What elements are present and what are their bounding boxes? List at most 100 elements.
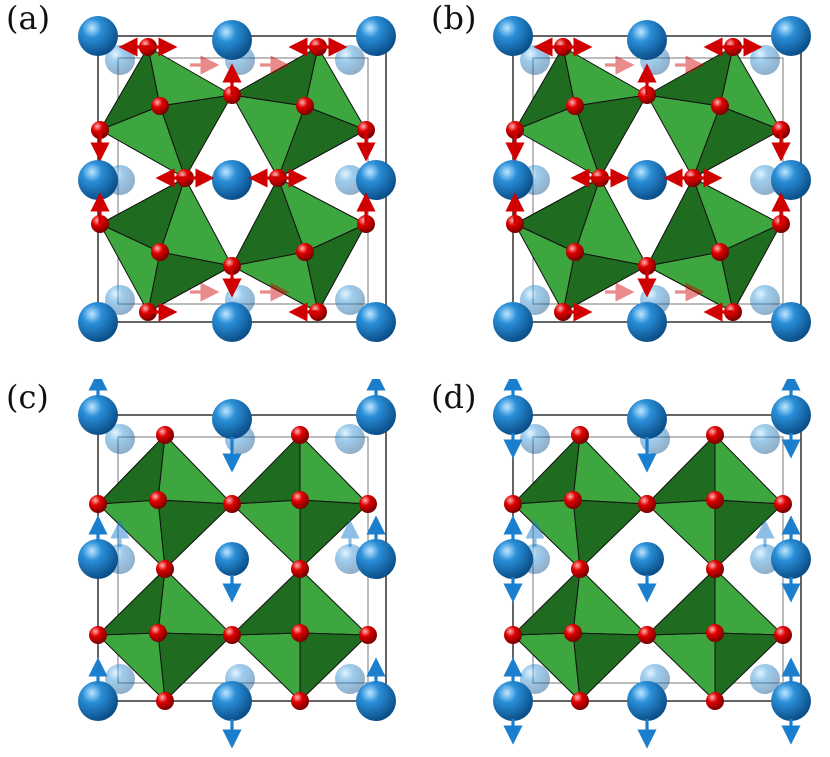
oxygen-atom-7 bbox=[291, 560, 309, 578]
oxygen-atom-6 bbox=[774, 495, 792, 513]
oxygen-atom-12 bbox=[149, 624, 167, 642]
cation-atom-3 bbox=[493, 160, 533, 200]
oxygen-atom-9 bbox=[638, 626, 656, 644]
oxygen-atom-0 bbox=[156, 426, 174, 444]
cation-atom-center bbox=[630, 542, 664, 576]
oxygen-atom-10 bbox=[156, 692, 174, 710]
oxygen-atom-15 bbox=[291, 624, 309, 642]
cation-atom-6 bbox=[493, 681, 533, 721]
oxygen-atom-8 bbox=[296, 97, 314, 115]
rear-cation-2 bbox=[335, 424, 365, 454]
oxygen-atom-5 bbox=[706, 426, 724, 444]
octahedron-1-face-tl bbox=[646, 434, 716, 505]
oxygen-atom-8 bbox=[706, 491, 724, 509]
oxygen-atom-4 bbox=[564, 491, 582, 509]
octahedron-3-face-tl bbox=[231, 177, 306, 267]
octahedron-3-face-tl bbox=[646, 177, 721, 267]
oxygen-atom-0 bbox=[571, 426, 589, 444]
cation-atom-5 bbox=[771, 160, 811, 200]
octahedron-2-face-tr bbox=[157, 568, 233, 636]
cation-atom-7 bbox=[212, 302, 252, 342]
rear-cation-7 bbox=[750, 285, 780, 315]
cation-atom-8 bbox=[771, 302, 811, 342]
cation-atom-7 bbox=[212, 681, 252, 721]
octahedron-0-face-tr bbox=[157, 434, 233, 505]
rear-cation-2 bbox=[750, 424, 780, 454]
cation-atom-3 bbox=[493, 539, 533, 579]
octahedron-0-face-tr bbox=[572, 434, 648, 505]
octahedron-1-face-tl bbox=[231, 434, 301, 505]
rear-cation-7 bbox=[750, 664, 780, 694]
cation-atom-0 bbox=[493, 395, 533, 435]
panel-a-structure bbox=[78, 16, 396, 342]
octahedron-2-face-tr bbox=[572, 568, 648, 636]
panel-c-structure bbox=[78, 379, 396, 749]
oxygen-atom-1 bbox=[223, 495, 241, 513]
cation-atom-2 bbox=[771, 395, 811, 435]
cation-atom-2 bbox=[771, 16, 811, 56]
oxygen-atom-4 bbox=[566, 97, 584, 115]
cation-atom-5 bbox=[356, 539, 396, 579]
panel-c: (c) bbox=[0, 379, 415, 757]
cation-atom-3 bbox=[78, 539, 118, 579]
rear-cation-7 bbox=[335, 664, 365, 694]
panel-d: (d) bbox=[415, 379, 830, 757]
rear-cation-7 bbox=[335, 285, 365, 315]
cation-atom-0 bbox=[78, 395, 118, 435]
octahedron-2-face-tl bbox=[97, 568, 166, 636]
cation-atom-2 bbox=[356, 395, 396, 435]
panel-b-structure bbox=[493, 16, 811, 342]
panel-b-label: (b) bbox=[431, 0, 477, 37]
oxygen-atom-9 bbox=[223, 626, 241, 644]
oxygen-atom-10 bbox=[571, 692, 589, 710]
cation-atom-6 bbox=[493, 302, 533, 342]
rear-cation-5 bbox=[520, 285, 550, 315]
rear-cation-2 bbox=[335, 45, 365, 75]
panel-d-structure bbox=[493, 379, 811, 749]
cation-atom-5 bbox=[771, 539, 811, 579]
octahedron-2-face-tl bbox=[514, 177, 601, 253]
octahedron-2-face-tl bbox=[99, 177, 186, 253]
octahedron-0-face-tl bbox=[97, 434, 166, 505]
cation-atom-2 bbox=[356, 16, 396, 56]
oxygen-atom-4 bbox=[149, 491, 167, 509]
oxygen-atom-14 bbox=[706, 692, 724, 710]
cation-atom-6 bbox=[78, 681, 118, 721]
rear-cation-0 bbox=[105, 424, 135, 454]
panel-d-label: (d) bbox=[431, 379, 477, 416]
oxygen-atom-13 bbox=[359, 626, 377, 644]
panel-b: (b) bbox=[415, 0, 830, 378]
cation-atom-1 bbox=[212, 399, 252, 439]
panel-c-label: (c) bbox=[6, 379, 49, 416]
panel-a-label: (a) bbox=[6, 0, 51, 37]
rear-cation-5 bbox=[520, 664, 550, 694]
cation-atom-1 bbox=[627, 20, 667, 60]
cation-atom-1 bbox=[212, 20, 252, 60]
octahedron-3-face-tr bbox=[714, 568, 784, 636]
rear-cation-0 bbox=[520, 424, 550, 454]
octahedron-3-face-tl bbox=[231, 568, 301, 636]
oxygen-atom-8 bbox=[291, 491, 309, 509]
oxygen-atom-2 bbox=[571, 560, 589, 578]
oxygen-atom-15 bbox=[711, 243, 729, 261]
oxygen-atom-11 bbox=[504, 626, 522, 644]
oxygen-atom-12 bbox=[566, 243, 584, 261]
cation-atom-7 bbox=[627, 681, 667, 721]
oxygen-atom-14 bbox=[291, 692, 309, 710]
oxygen-atom-12 bbox=[151, 243, 169, 261]
octahedron-3-face-tl bbox=[646, 568, 716, 636]
oxygen-atom-2 bbox=[156, 560, 174, 578]
oxygen-atom-8 bbox=[711, 97, 729, 115]
octahedron-0-face-tl bbox=[512, 434, 581, 505]
panel-a: (a) bbox=[0, 0, 415, 378]
oxygen-atom-11 bbox=[89, 626, 107, 644]
cation-atom-8 bbox=[356, 302, 396, 342]
cation-atom-0 bbox=[78, 16, 118, 56]
cation-atom-center bbox=[215, 542, 249, 576]
cation-atom-3 bbox=[78, 160, 118, 200]
oxygen-atom-13 bbox=[774, 626, 792, 644]
cation-atom-4 bbox=[627, 160, 667, 200]
oxygen-atom-12 bbox=[564, 624, 582, 642]
cation-atom-8 bbox=[356, 681, 396, 721]
cation-atom-1 bbox=[627, 399, 667, 439]
